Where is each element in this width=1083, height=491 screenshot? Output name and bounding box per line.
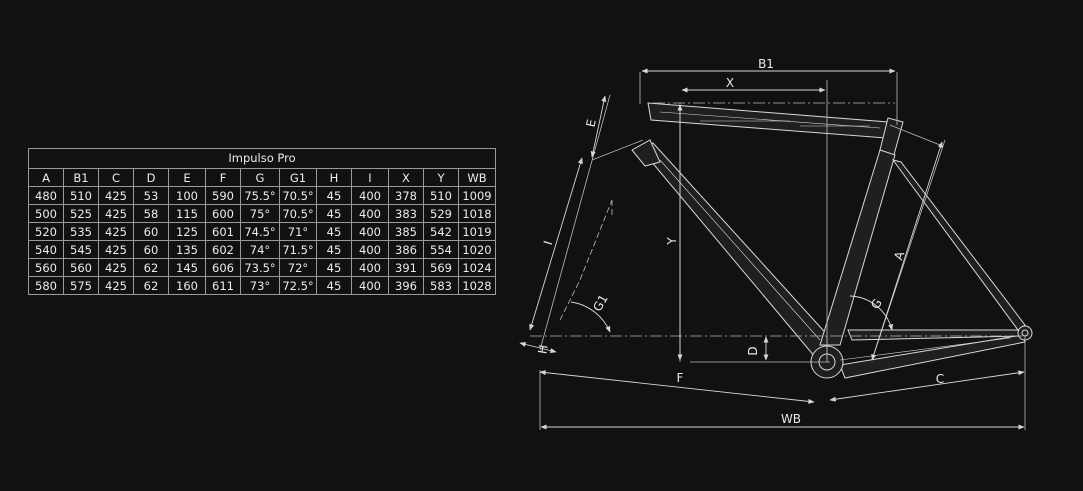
dim-h [519,341,557,354]
table-cell: 73.5° [240,258,280,277]
label-a: A [891,249,907,262]
label-b1: B1 [758,57,774,71]
label-i: I [541,239,555,246]
seat-stay [847,329,1021,341]
angle-g1 [570,301,611,333]
table-cell: 1024 [458,258,496,277]
table-cell: 425 [98,276,134,295]
table-cell: 425 [98,222,134,241]
table-header-cell: WB [458,168,496,187]
table-cell: 425 [98,204,134,223]
table-cell: 590 [205,186,241,205]
label-c: C [936,372,944,386]
table-cell: 391 [388,258,424,277]
table-cell: 70.5° [279,204,317,223]
table-cell: 45 [316,276,352,295]
label-h: H [535,344,550,355]
table-cell: 74.5° [240,222,280,241]
seat-clamp [631,139,661,167]
table-cell: 71.5° [279,240,317,259]
table-cell: 1028 [458,276,496,295]
label-wb: WB [781,412,801,426]
angle-g [849,295,894,331]
table-cell: 75° [240,204,280,223]
table-cell: 72° [279,258,317,277]
table-cell: 1009 [458,186,496,205]
seat-tube [639,142,833,358]
dimension-lines [519,68,1025,430]
table-cell: 400 [351,276,389,295]
table-cell: 100 [168,186,206,205]
label-y: Y [665,237,679,246]
down-tube [819,149,896,346]
table-cell: 115 [168,204,206,223]
table-cell: 400 [351,240,389,259]
table-cell: 500 [28,204,64,223]
top-tube [647,102,889,139]
fork [891,159,1026,331]
label-x: X [726,76,734,90]
table-cell: 606 [205,258,241,277]
table-cell: 385 [388,222,424,241]
table-cell: 396 [388,276,424,295]
table-header-cell: B1 [63,168,99,187]
table-title: Impulso Pro [28,148,496,168]
dim-i [529,157,583,331]
table-cell: 583 [423,276,459,295]
dim-f [539,370,815,404]
table-cell: 580 [28,276,64,295]
label-f: F [677,371,684,385]
dim-e [590,95,607,158]
table-cell: 386 [388,240,424,259]
table-header-cell: G1 [279,168,317,187]
table-cell: 62 [133,276,169,295]
label-d: D [746,346,760,355]
dim-c [829,370,1025,402]
table-cell: 575 [63,276,99,295]
table-cell: 529 [423,204,459,223]
table-cell: 525 [63,204,99,223]
table-cell: 72.5° [279,276,317,295]
table-cell: 560 [63,258,99,277]
dim-a [871,141,943,361]
table-cell: 1018 [458,204,496,223]
label-g: G [868,296,885,311]
bike-frame [631,102,1033,379]
table-cell: 611 [205,276,241,295]
table-cell: 535 [63,222,99,241]
label-e: E [583,118,598,128]
table-cell: 75.5° [240,186,280,205]
